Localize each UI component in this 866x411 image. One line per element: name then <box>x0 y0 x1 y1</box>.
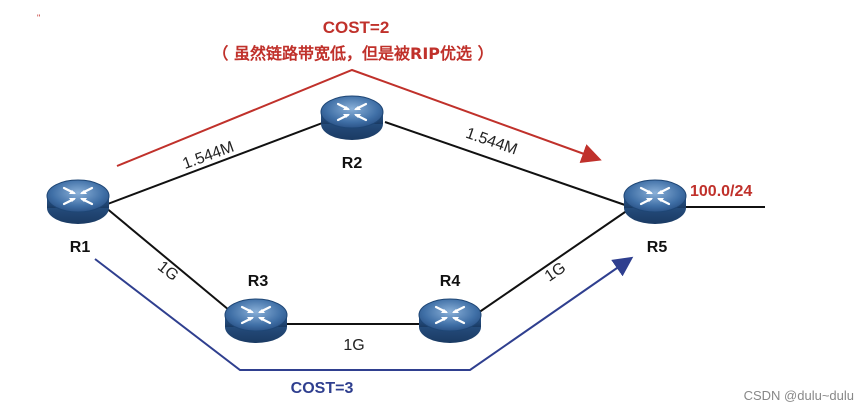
router-icon <box>45 178 111 226</box>
link-label-r4-r5: 1G <box>542 259 569 285</box>
router-label: R5 <box>647 239 668 256</box>
router-icon <box>319 94 385 142</box>
router-icon <box>417 297 483 345</box>
router-icon <box>622 178 688 226</box>
router-label: R4 <box>440 273 461 290</box>
router-r2: R2 <box>319 94 385 172</box>
router-icon <box>223 297 289 345</box>
router-r3: R3 <box>223 273 289 345</box>
router-label: R2 <box>342 155 363 172</box>
router-label: R3 <box>248 273 269 290</box>
link-r1-r3 <box>104 206 236 316</box>
link-label-r1-r3: 1G <box>154 258 181 285</box>
links <box>104 121 765 325</box>
router-r4: R4 <box>417 273 483 345</box>
top-path-cost: COST=2 <box>323 18 390 37</box>
bottom-path-cost: COST=3 <box>291 380 354 397</box>
router-r5: R5 <box>622 178 688 256</box>
link-r1-r2 <box>104 121 326 206</box>
link-label-r2-r5: 1.544M <box>463 125 519 158</box>
top-path-arrow <box>116 68 602 167</box>
link-label-r3-r4: 1G <box>343 337 364 354</box>
corner-marker: " <box>37 13 40 23</box>
bottom-path-arrow <box>94 256 634 371</box>
link-label-r1-r2: 1.544M <box>180 139 236 173</box>
link-r2-r5 <box>384 121 626 206</box>
top-path-note: （ 虽然链路带宽低，但是被RIP优选 ） <box>212 44 493 63</box>
watermark: CSDN @dulu~dulu <box>743 388 854 403</box>
link-r4-r5 <box>474 209 629 316</box>
network-prefix: 100.0/24 <box>690 183 752 200</box>
router-label: R1 <box>70 239 91 256</box>
router-r1: R1 <box>45 178 111 256</box>
